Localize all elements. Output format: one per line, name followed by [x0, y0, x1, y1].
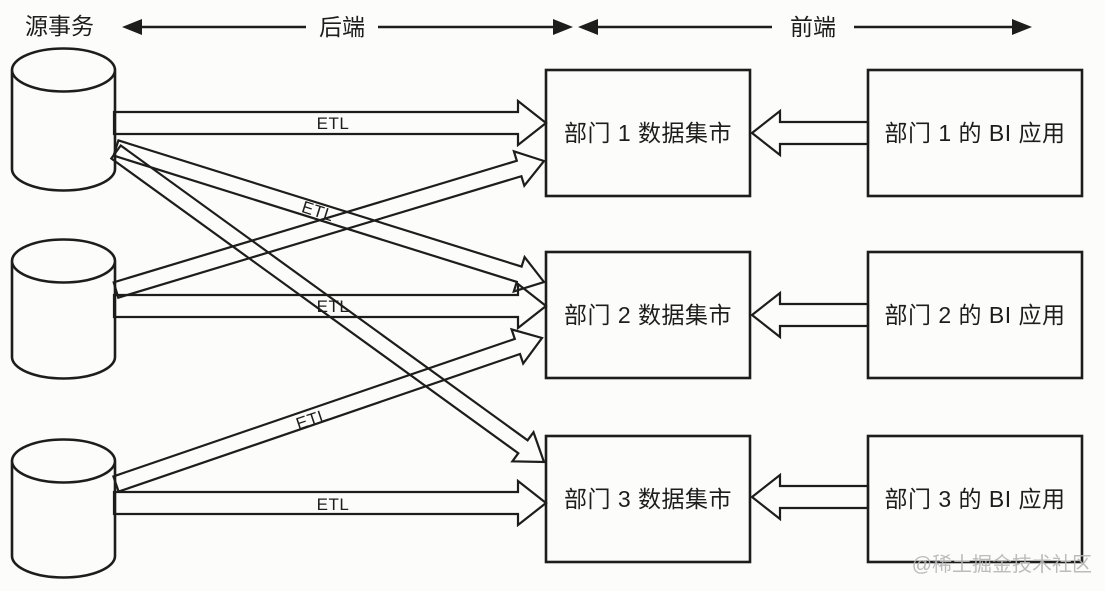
- etl-arrow-source3-to-mart2: [112, 327, 544, 493]
- etl-label-source1-mart2: ETL: [299, 198, 336, 226]
- bi-app-label-1: 部门 1 的 BI 应用: [884, 120, 1065, 146]
- source-transactions-title: 源事务: [25, 13, 94, 39]
- etl-labels: ETL ETL ETL ETL ETL: [294, 114, 350, 514]
- frontend-left-arrowhead-icon: [578, 19, 598, 35]
- etl-arrow-source2-to-mart1: [112, 149, 546, 300]
- source-databases: [10, 47, 117, 579]
- bi-app-box-3: [866, 434, 1084, 564]
- source-database-cylinder-2: [10, 238, 117, 380]
- backend-title: 后端: [319, 14, 365, 40]
- watermark: @稀土掘金技术社区: [912, 553, 1092, 576]
- etl-arrow-source1-to-mart3: [109, 143, 546, 464]
- bi-arrow-app3-to-mart3: [750, 472, 870, 522]
- bi-app-box-2: [866, 250, 1084, 380]
- data-mart-label-1: 部门 1 数据集市: [564, 120, 732, 146]
- frontend-title: 前端: [790, 14, 836, 40]
- arrow-layer: [109, 98, 870, 528]
- data-mart-box-1: [544, 68, 752, 198]
- etl-label-source3-mart2: ETL: [294, 405, 331, 433]
- bi-app-boxes: 部门 1 的 BI 应用 部门 2 的 BI 应用 部门 3 的 BI 应用: [866, 68, 1084, 564]
- data-mart-box-2: [544, 250, 752, 380]
- source-database-cylinder-1: [10, 47, 117, 192]
- etl-label-source1-mart1: ETL: [317, 114, 350, 133]
- etl-arrow-source2-to-mart2: [112, 281, 548, 331]
- frontend-span-arrow: 前端: [578, 14, 1032, 40]
- backend-left-arrowhead-icon: [122, 19, 142, 35]
- backend-right-arrowhead-icon: [553, 19, 573, 35]
- data-mart-box-3: [544, 434, 752, 564]
- frontend-right-arrowhead-icon: [1012, 19, 1032, 35]
- etl-arrow-source1-to-mart1: [112, 98, 548, 148]
- bi-app-box-1: [866, 68, 1084, 198]
- data-mart-boxes: 部门 1 数据集市 部门 2 数据集市 部门 3 数据集市: [544, 68, 752, 564]
- bi-app-label-3: 部门 3 的 BI 应用: [884, 486, 1065, 512]
- bi-arrow-app2-to-mart2: [750, 290, 870, 340]
- data-mart-label-3: 部门 3 数据集市: [564, 486, 732, 512]
- data-mart-label-2: 部门 2 数据集市: [564, 302, 732, 328]
- backend-span-arrow: 后端: [122, 14, 573, 40]
- bi-app-label-2: 部门 2 的 BI 应用: [884, 302, 1065, 328]
- source-database-cylinder-3: [10, 438, 117, 579]
- etl-arrow-source3-to-mart3: [112, 478, 548, 528]
- etl-label-source2-mart2: ETL: [317, 297, 350, 316]
- etl-arrow-source1-to-mart2: [112, 139, 546, 294]
- header-row: 源事务 后端 前端: [25, 13, 1032, 40]
- etl-label-source3-mart3: ETL: [317, 495, 350, 514]
- bi-arrow-app1-to-mart1: [750, 108, 870, 158]
